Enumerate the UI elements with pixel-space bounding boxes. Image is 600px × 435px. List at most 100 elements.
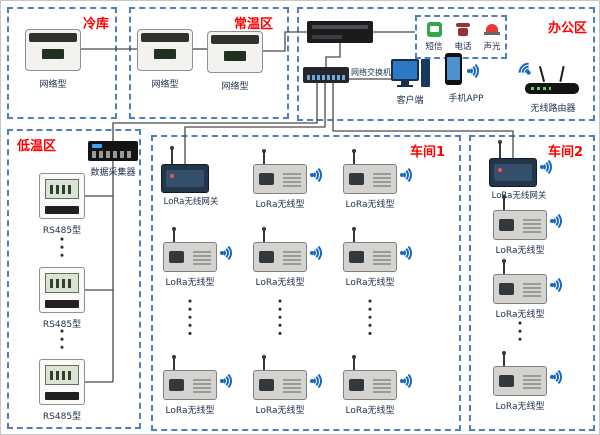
zone-low-temp: 低温区 [7, 129, 141, 429]
antenna-icon [172, 227, 176, 243]
zone-label-normal-temp: 常温区 [233, 17, 273, 32]
antenna-icon [262, 227, 266, 243]
wireless-signal-icon [400, 165, 420, 185]
antenna-icon [502, 195, 506, 211]
lora-node-label: LoRa无线型 [255, 406, 305, 416]
telephone-icon [455, 22, 471, 37]
lora-node-label: LoRa无线型 [495, 402, 545, 412]
lora-node-body [343, 164, 397, 194]
sensor-body [207, 31, 263, 73]
wireless-signal-icon [400, 371, 420, 391]
lora-node-device: LoRa无线型 [253, 355, 330, 416]
lora-gateway-device: LoRa无线网关 [487, 140, 552, 201]
zone-label-workshop1: 车间1 [409, 145, 445, 160]
network-switch-device [303, 67, 349, 83]
wireless-signal-icon [540, 157, 560, 177]
wireless-router-device: 无线路由器 [514, 58, 589, 115]
wireless-router-label: 无线路由器 [530, 104, 576, 114]
lora-node-device: LoRa无线型 [343, 355, 420, 416]
lora-node-label: LoRa无线型 [495, 310, 545, 320]
zone-workshop2: 车间2 [469, 135, 595, 431]
network-sensor-label: 网络型 [221, 82, 249, 92]
lora-gateway-body [161, 164, 209, 193]
lora-gateway-label: LoRa无线网关 [163, 197, 219, 207]
rs485-sensor-label: RS485型 [42, 412, 82, 422]
rs485-sensor-label: RS485型 [42, 320, 82, 330]
lora-node-body [343, 242, 397, 272]
network-switch-label: 网络交换机 [351, 68, 391, 77]
antenna-icon [172, 355, 176, 371]
antenna-icon [502, 351, 506, 367]
lcd-display [45, 179, 79, 199]
sound-light-icon [484, 22, 500, 37]
lora-node-label: LoRa无线型 [345, 200, 395, 210]
lora-node-body [253, 370, 307, 400]
lora-node-label: LoRa无线型 [255, 278, 305, 288]
data-collector-label: 数据采集器 [90, 168, 136, 178]
lora-node-device: LoRa无线型 [253, 149, 327, 210]
lora-gateway-device: LoRa无线网关 [159, 146, 223, 207]
ellipsis-dots [60, 237, 522, 355]
phone-app-device: 手机APP [441, 51, 491, 107]
wireless-signal-icon [550, 275, 570, 295]
lora-gateway-label: LoRa无线网关 [491, 191, 547, 201]
monitor-base [397, 85, 413, 87]
collector-body [88, 141, 138, 161]
router-body [525, 83, 579, 94]
rs485-sensor-label: RS485型 [42, 226, 82, 236]
smartphone-icon [445, 53, 462, 85]
network-sensor-label: 网络型 [151, 80, 179, 90]
alarm-outputs-box: 短信 电话 声光 [415, 15, 507, 59]
zone-workshop1: 车间1 [151, 135, 461, 431]
wireless-signal-icon [467, 61, 487, 81]
zone-label-office: 办公区 [547, 21, 587, 36]
zone-cold-storage: 冷库 [7, 7, 117, 119]
zone-office: 办公区 [297, 7, 595, 121]
rs485-sensor-body [39, 359, 85, 405]
zone-normal-temp: 常温区 [129, 7, 289, 119]
lora-node-body [253, 164, 307, 194]
lcd-display [45, 273, 79, 293]
wireless-signal-icon [310, 371, 330, 391]
antenna-icon [352, 149, 356, 165]
lora-node-label: LoRa无线型 [345, 406, 395, 416]
sms-icon [426, 22, 442, 37]
lora-node-body [493, 210, 547, 240]
lora-node-device: LoRa无线型 [163, 355, 240, 416]
lora-node-label: LoRa无线型 [495, 246, 545, 256]
sensor-body [25, 29, 81, 71]
lora-node-body [163, 242, 217, 272]
lora-node-label: LoRa无线型 [165, 406, 215, 416]
monitor-stand [401, 81, 409, 85]
lora-node-device: LoRa无线型 [163, 227, 240, 288]
lora-node-device: LoRa无线型 [343, 149, 420, 210]
lora-node-device: LoRa无线型 [493, 259, 570, 320]
lora-node-device: LoRa无线型 [343, 227, 417, 288]
wireless-signal-icon [220, 243, 240, 263]
sensor-body [137, 29, 193, 71]
antenna-icon [559, 65, 565, 83]
antenna-icon [352, 355, 356, 371]
server-rack-device [307, 21, 373, 43]
network-sensor-label: 网络型 [39, 80, 67, 90]
lora-node-device: LoRa无线型 [493, 351, 570, 412]
antenna-icon [538, 66, 546, 82]
antenna-icon [502, 259, 506, 275]
antenna-icon [498, 140, 502, 158]
telephone-label: 电话 [454, 42, 472, 52]
pc-tower-icon [421, 59, 430, 87]
antenna-icon [352, 227, 356, 243]
lora-node-device: LoRa无线型 [253, 227, 330, 288]
wireless-signal-icon [220, 371, 240, 391]
antenna-icon [170, 146, 174, 164]
wireless-signal-icon [550, 211, 570, 231]
lora-node-body [343, 370, 397, 400]
antenna-icon [262, 355, 266, 371]
lora-node-body [493, 274, 547, 304]
wireless-signal-icon [310, 243, 330, 263]
sms-label: 短信 [425, 42, 443, 52]
monitor-icon [391, 59, 419, 81]
wireless-signal-icon [550, 367, 570, 387]
zone-label-low-temp: 低温区 [17, 139, 57, 154]
